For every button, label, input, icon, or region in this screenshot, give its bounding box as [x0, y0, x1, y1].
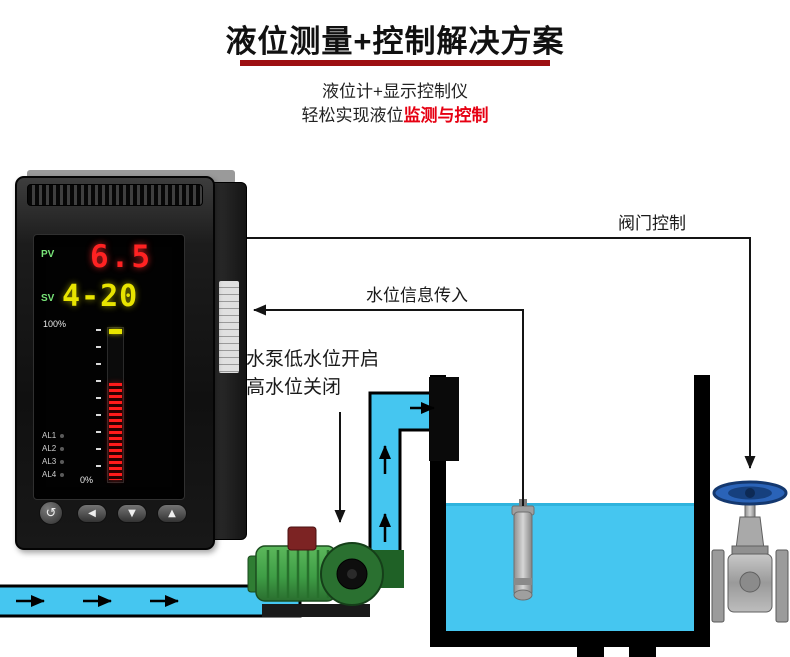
valve-hub: [745, 488, 755, 498]
alarm-label-al4: AL4: [42, 470, 57, 479]
controller-side-panel: [211, 182, 247, 540]
controller-spec-label: [219, 281, 239, 373]
pv-value: 6.5: [90, 239, 152, 275]
up-button: ▲: [157, 504, 187, 523]
controller-display: PV 6.5 SV 4-20 100% 0% AL1 AL2: [33, 234, 185, 500]
level-signal-label: 水位信息传入: [366, 286, 468, 305]
tank-water: [446, 503, 694, 632]
bargraph-ticks: [96, 329, 101, 481]
pump-base: [262, 604, 370, 617]
alarm-indicator-icon: [60, 472, 65, 477]
tank-inlet-downpipe: [429, 377, 459, 461]
bargraph-100-label: 100%: [43, 319, 67, 329]
tank-leg-left: [577, 645, 604, 657]
water-surface: [446, 503, 694, 506]
pump-control-label-line1: 水泵低水位开启: [246, 349, 380, 370]
tank-leg-right: [629, 645, 656, 657]
page-title: 液位测量+控制解决方案: [225, 24, 565, 59]
alarm-row: AL1: [42, 429, 82, 442]
left-button: ◀: [77, 504, 107, 523]
controller-vents: [27, 184, 203, 206]
pv-label: PV: [41, 249, 55, 260]
valve-control-label: 阀门控制: [618, 214, 686, 233]
valve-control-line: [246, 237, 756, 469]
alarm-indicator-icon: [60, 433, 65, 438]
title-underline: [240, 60, 550, 66]
tank-bottom: [430, 631, 710, 647]
controller-buttons: ↺ ◀ ▼ ▲: [29, 500, 205, 528]
bargraph-red-fill: [109, 383, 122, 480]
bargraph: [107, 327, 124, 483]
pump-control-label-line2: 高水位关闭: [246, 377, 342, 398]
pump-motor-fins: [266, 550, 330, 598]
alarm-row: AL3: [42, 455, 82, 468]
water-pump: [247, 526, 404, 617]
reset-button: ↺: [39, 501, 63, 525]
alarm-row: AL4: [42, 468, 82, 481]
bargraph-0-label: 0%: [80, 475, 94, 485]
alarm-label-al3: AL3: [42, 457, 57, 466]
flow-arrows: [16, 402, 435, 607]
subtitle-line2-prefix: 轻松实现液位: [301, 106, 404, 125]
sensor-band: [514, 578, 532, 585]
sensor-tip: [513, 589, 533, 601]
signal-lines: [246, 237, 756, 523]
pump-hub: [347, 569, 357, 579]
sv-label: SV: [41, 293, 55, 304]
valve-body-boss: [739, 571, 761, 593]
subtitle-line2: 轻松实现液位监测与控制: [0, 101, 790, 126]
alarm-row: AL2: [42, 442, 82, 455]
alarm-list: AL1 AL2 AL3 AL4: [42, 429, 82, 481]
level-signal-line: [253, 304, 524, 506]
valve-flange-left: [711, 549, 725, 623]
bargraph-top-segment: [109, 329, 122, 334]
down-button: ▼: [117, 504, 147, 523]
alarm-indicator-icon: [60, 459, 65, 464]
sv-value: 4-20: [62, 279, 139, 314]
level-sensor: [511, 499, 535, 601]
pump-terminal-box: [287, 526, 317, 551]
alarm-label-al2: AL2: [42, 444, 57, 453]
valve-bonnet: [735, 516, 765, 550]
controller-front-panel: PV 6.5 SV 4-20 100% 0% AL1 AL2: [15, 176, 215, 550]
pump-control-label: 水泵低水位开启 高水位关闭: [246, 346, 379, 402]
subtitle-line1: 液位计+显示控制仪: [322, 82, 468, 101]
valve-flange-right: [775, 549, 789, 623]
control-valve: [711, 480, 789, 623]
level-controller: PV 6.5 SV 4-20 100% 0% AL1 AL2: [15, 170, 247, 554]
tank: [429, 375, 710, 657]
alarm-label-al1: AL1: [42, 431, 57, 440]
alarm-indicator-icon: [60, 446, 65, 451]
subtitle-line2-highlight: 监测与控制: [403, 106, 489, 125]
valve-neck-flange: [731, 545, 769, 555]
tank-wall-right: [694, 375, 710, 647]
